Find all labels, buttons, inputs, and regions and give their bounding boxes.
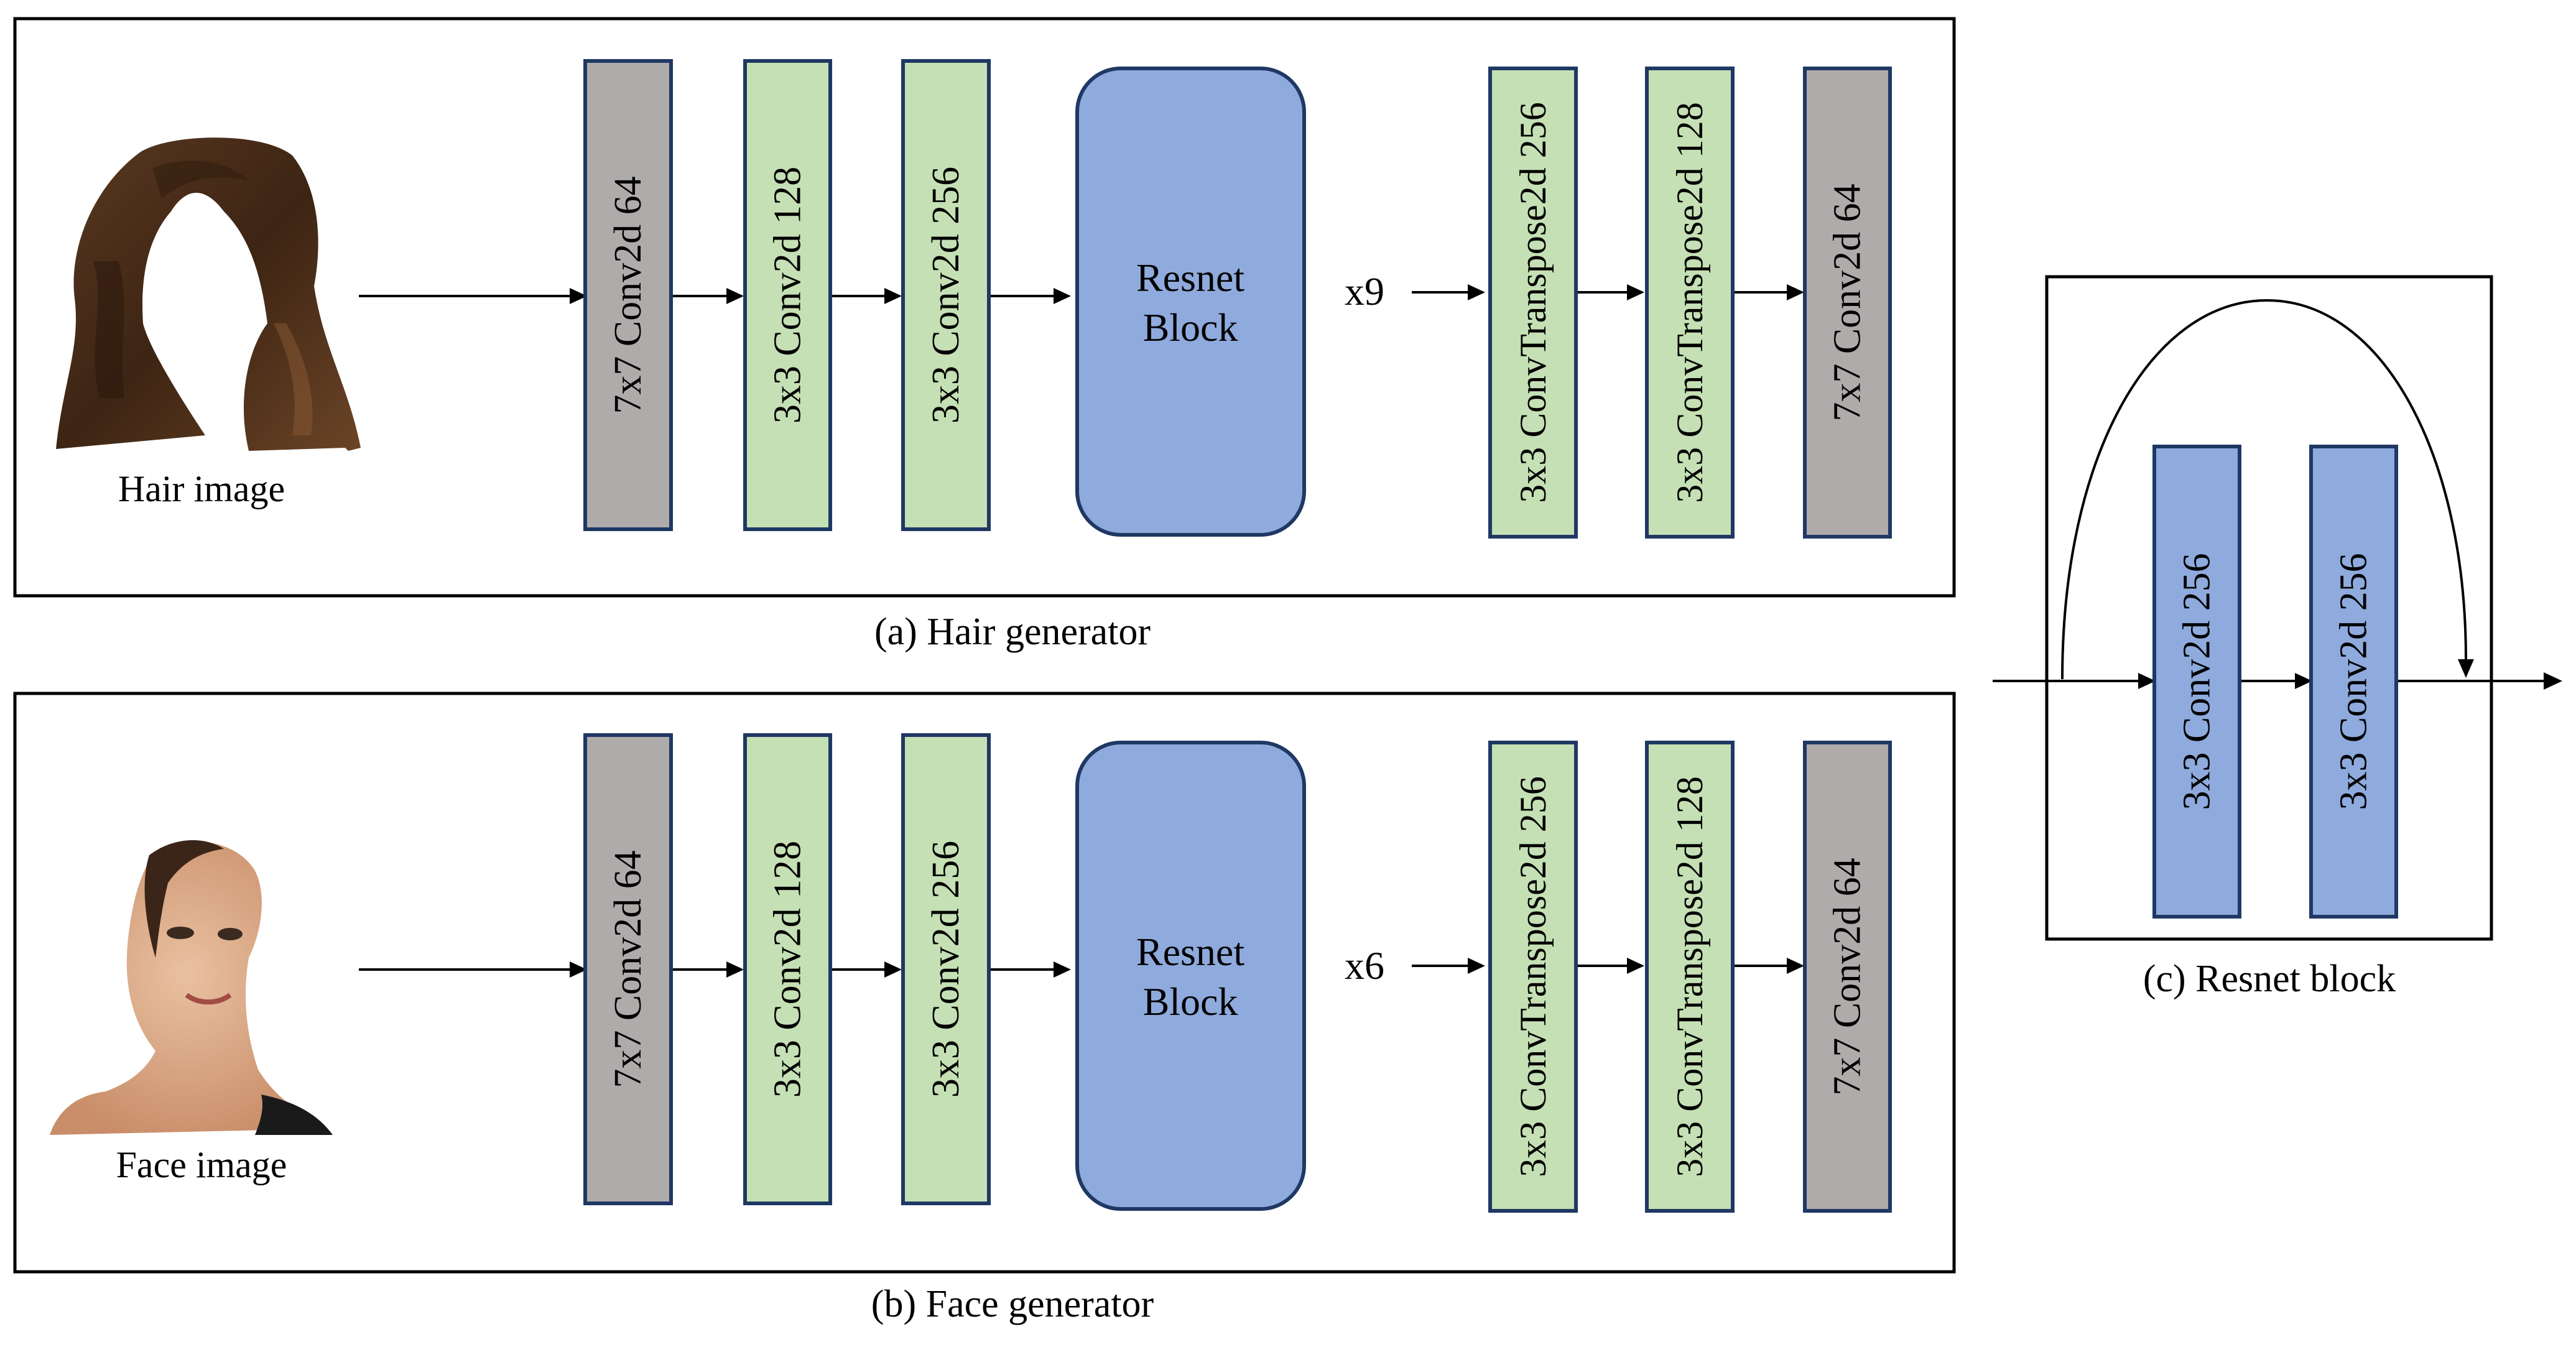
- resnet-detail-arrow-input: [1993, 673, 2156, 689]
- hair-repeat-count: x9: [1345, 269, 1384, 313]
- face-arrow-4: [1576, 958, 1644, 974]
- face-decoder-block-2: 3x3 ConvTranspose2d 128: [1645, 741, 1735, 1213]
- hair-image-caption: Hair image: [118, 468, 285, 509]
- hair-image: [56, 137, 361, 451]
- hair-decoder-block-1-box: [1488, 67, 1578, 539]
- hair-arrow-repeat: [1412, 284, 1485, 300]
- hair-resnet-block: Resnet Block: [1075, 67, 1306, 537]
- resnet-detail-layer-1-box: [2152, 445, 2241, 919]
- face-resnet-block-label-line2: Block: [1143, 979, 1238, 1024]
- face-arrow-input: [359, 961, 587, 978]
- face-decoder-block-1-box: [1488, 741, 1578, 1213]
- face-encoder-block-1: 7x7 Conv2d 64: [583, 733, 673, 1205]
- resnet-detail-frame: [2045, 275, 2493, 941]
- resnet-detail-caption: (c) Resnet block: [2143, 958, 2396, 1000]
- resnet-detail-arrow-middle: [2240, 673, 2312, 689]
- hair-decoder-block-2: 3x3 ConvTranspose2d 128: [1645, 67, 1735, 539]
- hair-generator-frame: [13, 17, 1956, 598]
- hair-encoder-block-2-box: [743, 59, 832, 531]
- hair-encoder-block-1-label: 7x7 Conv2d 64: [607, 176, 649, 414]
- face-decoder-block-3: 7x7 Conv2d 64: [1803, 741, 1892, 1213]
- hair-encoder-block-3-box: [901, 59, 991, 531]
- resnet-detail-layer-1-label: 3x3 Conv2d 256: [2176, 553, 2218, 810]
- face-decoder-block-3-label: 7x7 Conv2d 64: [1827, 858, 1869, 1095]
- hair-encoder-block-3-label: 3x3 Conv2d 256: [925, 167, 967, 424]
- hair-generator-caption: (a) Hair generator: [874, 611, 1151, 653]
- resnet-detail-layer-2-label: 3x3 Conv2d 256: [2333, 553, 2375, 810]
- face-encoder-block-3: 3x3 Conv2d 256: [901, 733, 991, 1205]
- resnet-detail-layer-2-box: [2309, 445, 2398, 919]
- skip-connection-arrow: [2061, 299, 2474, 680]
- face-arrow-2: [830, 961, 902, 978]
- face-encoder-block-2-label: 3x3 Conv2d 128: [767, 841, 809, 1098]
- hair-resnet-block-box: [1075, 67, 1306, 537]
- hair-resnet-block-label-line1: Resnet: [1136, 256, 1244, 300]
- hair-generator-panel: Hair image: [13, 17, 1956, 598]
- face-decoder-block-2-label: 3x3 ConvTranspose2d 128: [1669, 776, 1710, 1177]
- face-image: [50, 840, 333, 1135]
- hair-decoder-block-2-label: 3x3 ConvTranspose2d 128: [1669, 102, 1710, 503]
- hair-encoder-block-1-box: [583, 59, 673, 531]
- face-generator-panel: Face image: [13, 692, 1956, 1274]
- face-resnet-block: Resnet Block: [1075, 741, 1306, 1211]
- hair-encoder-block-3: 3x3 Conv2d 256: [901, 59, 991, 531]
- hair-decoder-block-1-label: 3x3 ConvTranspose2d 256: [1513, 102, 1554, 503]
- face-image-caption: Face image: [116, 1144, 287, 1185]
- hair-arrow-4: [1576, 284, 1644, 300]
- face-encoder-block-2: 3x3 Conv2d 128: [743, 733, 832, 1205]
- hair-decoder-block-2-box: [1645, 67, 1735, 539]
- hair-arrow-5: [1733, 284, 1804, 300]
- hair-encoder-block-1: 7x7 Conv2d 64: [583, 59, 673, 531]
- face-encoder-block-2-box: [743, 733, 832, 1205]
- hair-arrow-2: [830, 288, 902, 304]
- hair-decoder-block-3: 7x7 Conv2d 64: [1803, 67, 1892, 539]
- face-decoder-block-2-box: [1645, 741, 1735, 1213]
- face-encoder-block-3-box: [901, 733, 991, 1205]
- face-encoder-block-1-box: [583, 733, 673, 1205]
- hair-arrow-1: [671, 288, 744, 304]
- hair-arrow-input: [359, 288, 587, 304]
- face-resnet-block-label-line1: Resnet: [1136, 930, 1244, 974]
- face-arrow-3: [989, 961, 1071, 978]
- face-decoder-block-1: 3x3 ConvTranspose2d 256: [1488, 741, 1578, 1213]
- face-resnet-block-box: [1075, 741, 1306, 1211]
- hair-resnet-block-label-line2: Block: [1143, 305, 1238, 350]
- hair-arrow-3: [989, 288, 1071, 304]
- face-arrow-1: [671, 961, 744, 978]
- face-arrow-repeat: [1412, 958, 1485, 974]
- face-encoder-block-3-label: 3x3 Conv2d 256: [925, 841, 967, 1098]
- hair-decoder-block-3-label: 7x7 Conv2d 64: [1827, 183, 1869, 421]
- resnet-detail-panel: 3x3 Conv2d 256 3x3 Conv2d 256: [1993, 275, 2562, 941]
- hair-encoder-block-2: 3x3 Conv2d 128: [743, 59, 832, 531]
- resnet-detail-layer-2: 3x3 Conv2d 256: [2309, 445, 2398, 919]
- face-encoder-block-1-label: 7x7 Conv2d 64: [607, 850, 649, 1088]
- resnet-detail-layer-1: 3x3 Conv2d 256: [2152, 445, 2241, 919]
- face-arrow-5: [1733, 958, 1804, 974]
- face-repeat-count: x6: [1345, 943, 1384, 988]
- face-decoder-block-3-box: [1803, 741, 1892, 1213]
- resnet-detail-arrow-output: [2396, 672, 2562, 690]
- hair-decoder-block-3-box: [1803, 67, 1892, 539]
- hair-decoder-block-1: 3x3 ConvTranspose2d 256: [1488, 67, 1578, 539]
- face-generator-caption: (b) Face generator: [871, 1283, 1154, 1325]
- hair-encoder-block-2-label: 3x3 Conv2d 128: [767, 167, 809, 424]
- face-generator-frame: [13, 692, 1956, 1274]
- face-decoder-block-1-label: 3x3 ConvTranspose2d 256: [1513, 776, 1554, 1177]
